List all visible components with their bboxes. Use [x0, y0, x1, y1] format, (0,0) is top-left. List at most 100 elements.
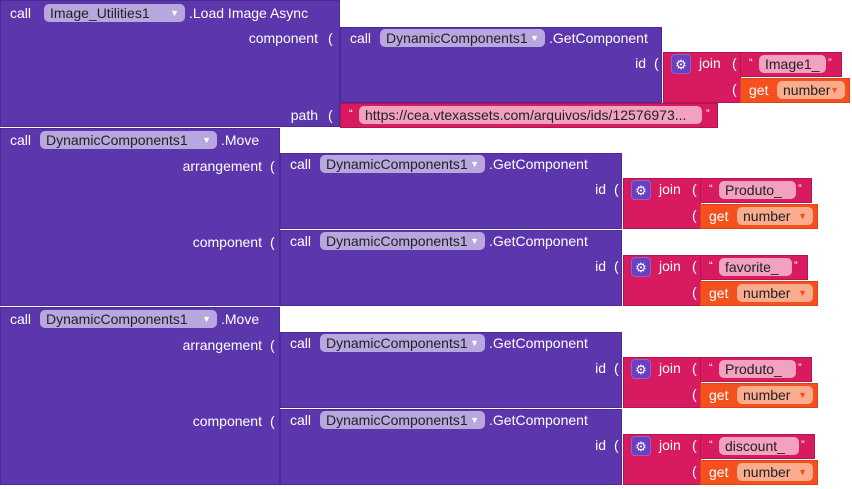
- quote-mark: ”: [798, 362, 802, 374]
- component-dropdown-value: Image_Utilities1: [50, 5, 150, 21]
- move-block[interactable]: [0, 307, 280, 485]
- dropdown-arrow-icon[interactable]: ▼: [470, 415, 479, 425]
- quote-mark: ”: [801, 439, 805, 451]
- variable-dropdown[interactable]: number▼: [777, 81, 845, 99]
- variable-dropdown-value: number: [743, 285, 791, 301]
- gear-icon[interactable]: ⚙: [631, 359, 651, 379]
- text-value: discount_: [719, 437, 799, 455]
- id-label: id: [595, 360, 606, 376]
- move-block[interactable]: [0, 128, 280, 306]
- arg-label-arrangement: arrangement: [182, 337, 262, 353]
- method-name: .Move: [221, 311, 260, 327]
- variable-dropdown[interactable]: number ▼: [737, 284, 813, 302]
- method-name: .Move: [221, 132, 260, 148]
- quote-mark: “: [709, 260, 713, 272]
- method-name: .GetComponent: [549, 30, 648, 46]
- socket-paren: (: [692, 437, 697, 453]
- component-dropdown[interactable]: DynamicComponents1▼: [320, 411, 485, 429]
- gear-icon[interactable]: ⚙: [671, 54, 691, 74]
- gear-icon[interactable]: ⚙: [631, 436, 651, 456]
- call-keyword: call: [290, 233, 312, 249]
- socket-paren: (: [654, 55, 659, 71]
- component-dropdown[interactable]: DynamicComponents1▼: [320, 155, 485, 173]
- component-dropdown[interactable]: DynamicComponents1▼: [40, 131, 217, 149]
- component-dropdown-value: DynamicComponents1: [326, 156, 468, 172]
- id-label: id: [595, 181, 606, 197]
- quote-mark: “: [709, 362, 713, 374]
- join-keyword: join: [659, 360, 681, 376]
- text-value: Produto_: [719, 360, 796, 378]
- socket-paren: (: [732, 81, 737, 97]
- variable-dropdown[interactable]: number▼: [737, 207, 813, 225]
- text-value-value: favorite_: [725, 259, 779, 275]
- id-label: id: [635, 55, 646, 71]
- socket-paren: (: [614, 258, 619, 274]
- dropdown-arrow-icon[interactable]: ▼: [798, 390, 807, 400]
- socket-paren: (: [270, 413, 275, 429]
- variable-dropdown[interactable]: number▼: [737, 386, 813, 404]
- socket-paren: (: [270, 158, 275, 174]
- dropdown-arrow-icon[interactable]: ▼: [170, 8, 179, 18]
- call-keyword: call: [290, 412, 312, 428]
- quote-mark: ”: [794, 260, 798, 272]
- method-name: .GetComponent: [489, 412, 588, 428]
- dropdown-arrow-icon[interactable]: ▼: [798, 288, 807, 298]
- socket-paren: (: [692, 181, 697, 197]
- component-dropdown[interactable]: DynamicComponents1 ▼: [40, 310, 217, 328]
- component-dropdown[interactable]: DynamicComponents1▼: [320, 334, 485, 352]
- variable-dropdown[interactable]: number▼: [737, 463, 813, 481]
- dropdown-arrow-icon[interactable]: ▼: [202, 135, 211, 145]
- quote-mark: “: [749, 57, 753, 69]
- text-value: Image1_: [759, 55, 826, 73]
- call-keyword: call: [10, 5, 32, 21]
- id-label: id: [595, 258, 606, 274]
- join-keyword: join: [659, 181, 681, 197]
- text-value: Produto_: [719, 181, 796, 199]
- gear-icon[interactable]: ⚙: [631, 257, 651, 277]
- socket-paren: (: [328, 30, 333, 46]
- socket-paren: (: [614, 181, 619, 197]
- socket-paren: (: [614, 437, 619, 453]
- component-dropdown-value: DynamicComponents1: [46, 311, 188, 327]
- text-value-value: Produto_: [725, 361, 782, 377]
- socket-paren: (: [692, 463, 697, 479]
- component-dropdown-value: DynamicComponents1: [326, 335, 468, 351]
- socket-paren: (: [692, 207, 697, 223]
- call-keyword: call: [10, 311, 32, 327]
- dropdown-arrow-icon[interactable]: ▼: [470, 338, 479, 348]
- dropdown-arrow-icon[interactable]: ▼: [798, 211, 807, 221]
- socket-paren: (: [692, 284, 697, 300]
- component-dropdown-value: DynamicComponents1: [326, 412, 468, 428]
- socket-paren: (: [692, 258, 697, 274]
- call-keyword: call: [350, 30, 372, 46]
- method-name: .GetComponent: [489, 156, 588, 172]
- join-keyword: join: [659, 437, 681, 453]
- dropdown-arrow-icon[interactable]: ▼: [798, 467, 807, 477]
- method-name: .Load Image Async: [189, 5, 309, 21]
- variable-dropdown-value: number: [783, 82, 831, 98]
- dropdown-arrow-icon[interactable]: ▼: [202, 314, 211, 324]
- quote-mark: “: [709, 439, 713, 451]
- socket-paren: (: [692, 360, 697, 376]
- component-dropdown[interactable]: Image_Utilities1 ▼: [44, 4, 185, 22]
- component-dropdown[interactable]: DynamicComponents1▼: [380, 29, 545, 47]
- get-keyword: get: [709, 285, 729, 301]
- arg-label-arrangement: arrangement: [182, 158, 262, 174]
- get-keyword: get: [709, 387, 729, 403]
- dropdown-arrow-icon[interactable]: ▼: [530, 33, 539, 43]
- dropdown-arrow-icon[interactable]: ▼: [470, 159, 479, 169]
- socket-paren: (: [692, 386, 697, 402]
- socket-paren: (: [614, 360, 619, 376]
- gear-icon[interactable]: ⚙: [631, 180, 651, 200]
- get-keyword: get: [749, 82, 769, 98]
- component-dropdown[interactable]: DynamicComponents1▼: [320, 232, 485, 250]
- text-value-value: Image1_: [765, 56, 820, 72]
- socket-paren: (: [270, 337, 275, 353]
- call-keyword: call: [10, 132, 32, 148]
- socket-paren: (: [732, 55, 737, 71]
- method-name: .GetComponent: [489, 335, 588, 351]
- dropdown-arrow-icon[interactable]: ▼: [470, 236, 479, 246]
- arg-label-component: component: [248, 30, 318, 46]
- dropdown-arrow-icon[interactable]: ▼: [830, 85, 839, 95]
- join-keyword: join: [659, 258, 681, 274]
